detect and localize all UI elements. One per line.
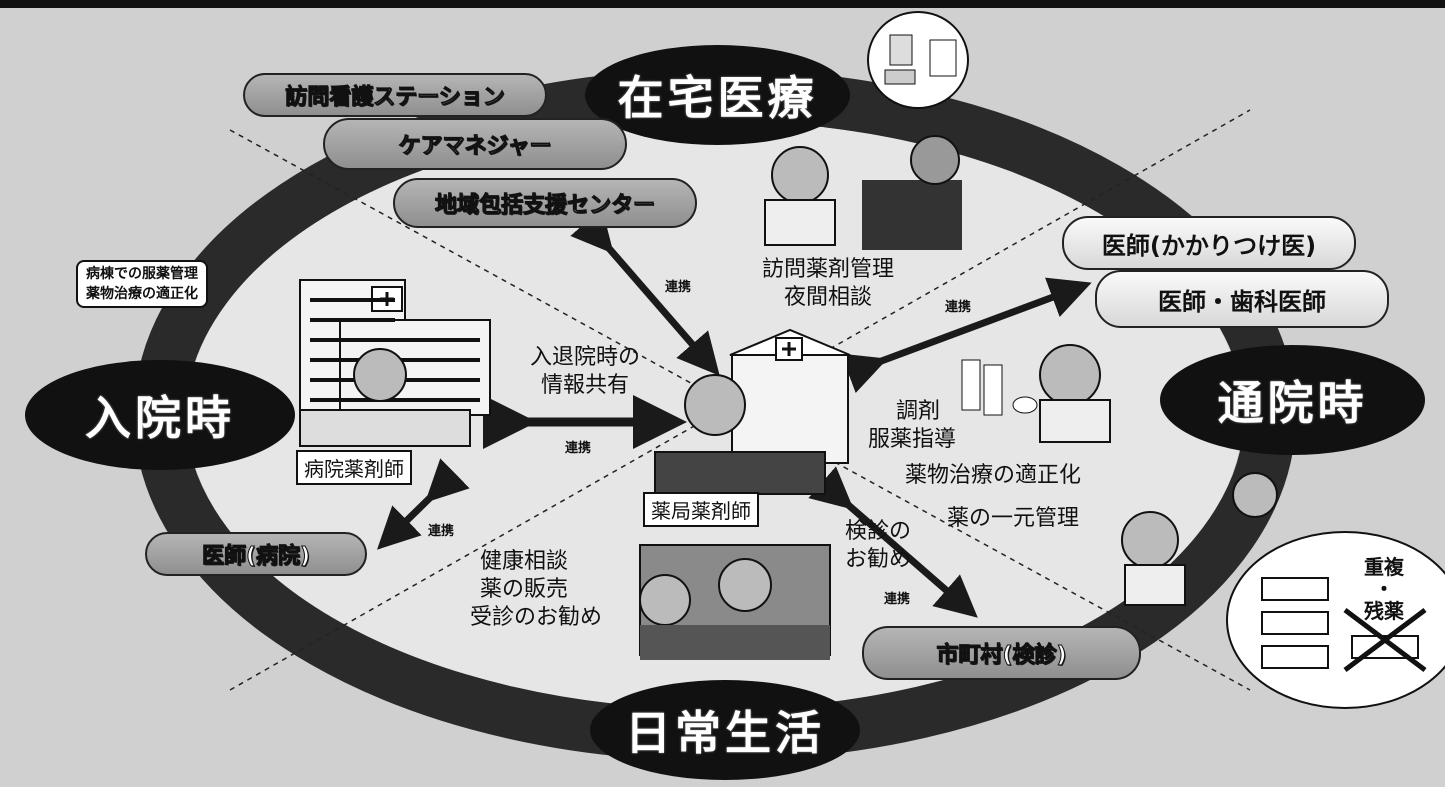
partner-care-manager: ケアマネジャー [323, 118, 627, 170]
dispense-line2: 服薬指導 [868, 427, 957, 452]
admission-info-text: 入退院時の 情報共有 [510, 344, 660, 400]
hospital-note: 病棟での服薬管理 薬物治療の適正化 [76, 260, 208, 308]
drugstore-illustration-icon [639, 544, 831, 660]
doctor-family: 医師(かかりつけ医) [1062, 216, 1356, 270]
partner-home-nursing: 訪問看護ステーション [243, 73, 547, 117]
hospital-building-icon [299, 279, 491, 447]
screening-text: 検診の お勧め [845, 518, 911, 574]
link-label: 連携 [884, 592, 911, 607]
home-visit-text: 訪問薬剤管理 夜間相談 [748, 256, 908, 312]
unified-management-text: 薬の一元管理 [947, 506, 1080, 531]
health-line3: 受診のお勧め [470, 605, 603, 630]
phase-admission: 入院時 [25, 360, 295, 470]
link-label: 連携 [565, 441, 592, 456]
doctor-hospital: 医師(病院) [145, 532, 367, 576]
phase-home-care: 在宅医療 [585, 45, 850, 145]
link-arrow [808, 466, 978, 618]
patient-illustration-icon [1121, 472, 1278, 606]
hospital-note-line1: 病棟での服薬管理 [86, 266, 198, 282]
duplicate-line2: 残薬 [1364, 599, 1404, 623]
pharmacy-pharmacist-label: 薬局薬剤師 [643, 492, 759, 527]
admission-line2: 情報共有 [540, 373, 629, 398]
health-consult-text: 健康相談 薬の販売 受診のお勧め [470, 548, 602, 632]
link-arrow [570, 208, 720, 376]
home-visit-line1: 訪問薬剤管理 [761, 257, 894, 282]
pharmacy-building-icon [654, 328, 851, 495]
phase-daily-life: 日常生活 [590, 680, 860, 780]
doctor-dental: 医師・歯科医師 [1095, 270, 1389, 328]
admission-line1: 入退院時の [529, 345, 640, 370]
home-visit-line2: 夜間相談 [783, 285, 872, 310]
duplicate-line1: 重複 [1364, 555, 1404, 579]
pharmacist-counseling-icon [961, 344, 1111, 443]
dispense-text: 調剤 服薬指導 [868, 398, 956, 454]
duplicate-dot: ・ [1374, 577, 1394, 601]
duplicate-meds-text: 重複 ・ 残薬 [1348, 556, 1420, 622]
top-border [0, 0, 1445, 8]
health-line1: 健康相談 [480, 549, 569, 574]
phase-outpatient: 通院時 [1160, 345, 1425, 455]
home-care-illustration-icon [764, 11, 969, 250]
dispense-line1: 調剤 [896, 399, 941, 424]
screening-line1: 検診の [845, 519, 912, 544]
optimize-text: 薬物治療の適正化 [905, 463, 1082, 488]
link-label: 連携 [428, 524, 455, 539]
hospital-note-line2: 薬物治療の適正化 [86, 286, 198, 302]
screening-line2: お勧め [845, 547, 912, 572]
link-arrow [840, 277, 1092, 394]
duplicate-meds-bubble-icon [1226, 531, 1445, 709]
health-line2: 薬の販売 [480, 577, 569, 602]
doctor-municipality: 市町村(検診) [862, 626, 1141, 680]
link-arrow [376, 458, 470, 550]
partner-regional-support-center: 地域包括支援センター [393, 178, 697, 228]
hospital-pharmacist-label: 病院薬剤師 [296, 450, 412, 485]
link-label: 連携 [945, 300, 972, 315]
link-label: 連携 [665, 280, 692, 295]
